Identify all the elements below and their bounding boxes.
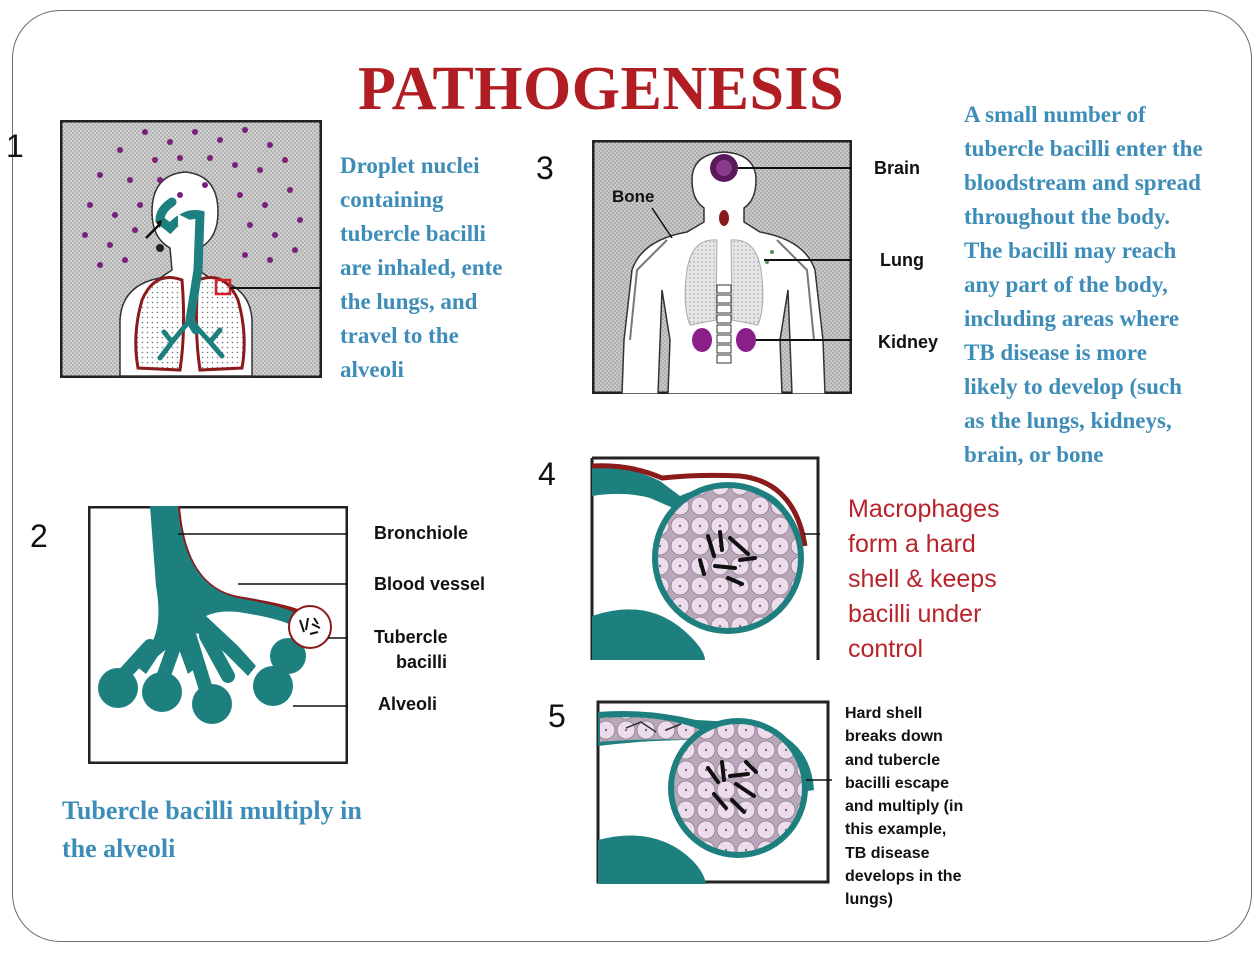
caption-line: containing xyxy=(340,183,502,217)
caption-line: likely to develop (such xyxy=(964,370,1203,404)
label-bone: Bone xyxy=(612,188,655,205)
label-lung: Lung xyxy=(880,251,924,269)
panel2-caption: Tubercle bacilli multiply in the alveoli xyxy=(62,792,362,868)
caption-line: bacilli under xyxy=(848,597,999,632)
step-number-1: 1 xyxy=(6,130,24,162)
caption-line: the lungs, and xyxy=(340,285,502,319)
caption-line: including areas where xyxy=(964,302,1203,336)
step-number-4: 4 xyxy=(538,458,556,490)
caption-line: the alveoli xyxy=(62,830,362,868)
caption-line: Droplet nuclei xyxy=(340,149,502,183)
caption-line: and tubercle xyxy=(845,749,963,772)
caption-line: The bacilli may reach xyxy=(964,234,1203,268)
label-blood-vessel: Blood vessel xyxy=(374,575,485,593)
caption-line: Macrophages xyxy=(848,492,999,527)
caption-line: bacilli escape xyxy=(845,772,963,795)
caption-line: brain, or bone xyxy=(964,438,1203,472)
caption-line: TB disease xyxy=(845,842,963,865)
caption-line: tubercle bacilli enter the xyxy=(964,132,1203,166)
page-title: PATHOGENESIS xyxy=(358,58,878,120)
caption-line: any part of the body, xyxy=(964,268,1203,302)
caption-line: breaks down xyxy=(845,725,963,748)
caption-line: shell & keeps xyxy=(848,562,999,597)
shell-breakdown-figure xyxy=(596,700,832,884)
step-number-3: 3 xyxy=(536,152,554,184)
label-alveoli: Alveoli xyxy=(378,695,437,713)
label-brain: Brain xyxy=(874,159,920,177)
caption-line: bloodstream and spread xyxy=(964,166,1203,200)
step-number-2: 2 xyxy=(30,520,48,552)
caption-line: develops in the xyxy=(845,865,963,888)
label-bacilli: bacilli xyxy=(396,653,447,671)
alveoli-figure xyxy=(88,506,348,764)
label-bronchiole: Bronchiole xyxy=(374,524,468,542)
label-kidney: Kidney xyxy=(878,333,938,351)
panel3-caption: A small number of tubercle bacilli enter… xyxy=(964,98,1203,472)
step-number-5: 5 xyxy=(548,700,566,732)
caption-line: tubercle bacilli xyxy=(340,217,502,251)
caption-line: Hard shell xyxy=(845,702,963,725)
caption-line: are inhaled, ente xyxy=(340,251,502,285)
panel1-caption: Droplet nuclei containing tubercle bacil… xyxy=(340,149,502,387)
caption-line: travel to the xyxy=(340,319,502,353)
label-tubercle: Tubercle xyxy=(374,628,448,646)
caption-line: and multiply (in xyxy=(845,795,963,818)
caption-line: TB disease is more xyxy=(964,336,1203,370)
body-spread-figure: Bone xyxy=(592,140,852,394)
caption-line: lungs) xyxy=(845,888,963,911)
caption-line: A small number of xyxy=(964,98,1203,132)
panel5-caption: Hard shell breaks down and tubercle baci… xyxy=(845,702,963,912)
inhalation-figure xyxy=(60,120,322,378)
macrophage-shell-figure xyxy=(590,456,820,660)
panel4-caption: Macrophages form a hard shell & keeps ba… xyxy=(848,492,999,667)
caption-line: throughout the body. xyxy=(964,200,1203,234)
caption-line: alveoli xyxy=(340,353,502,387)
caption-line: as the lungs, kidneys, xyxy=(964,404,1203,438)
caption-line: this example, xyxy=(845,818,963,841)
caption-line: control xyxy=(848,632,999,667)
caption-line: form a hard xyxy=(848,527,999,562)
caption-line: Tubercle bacilli multiply in xyxy=(62,792,362,830)
